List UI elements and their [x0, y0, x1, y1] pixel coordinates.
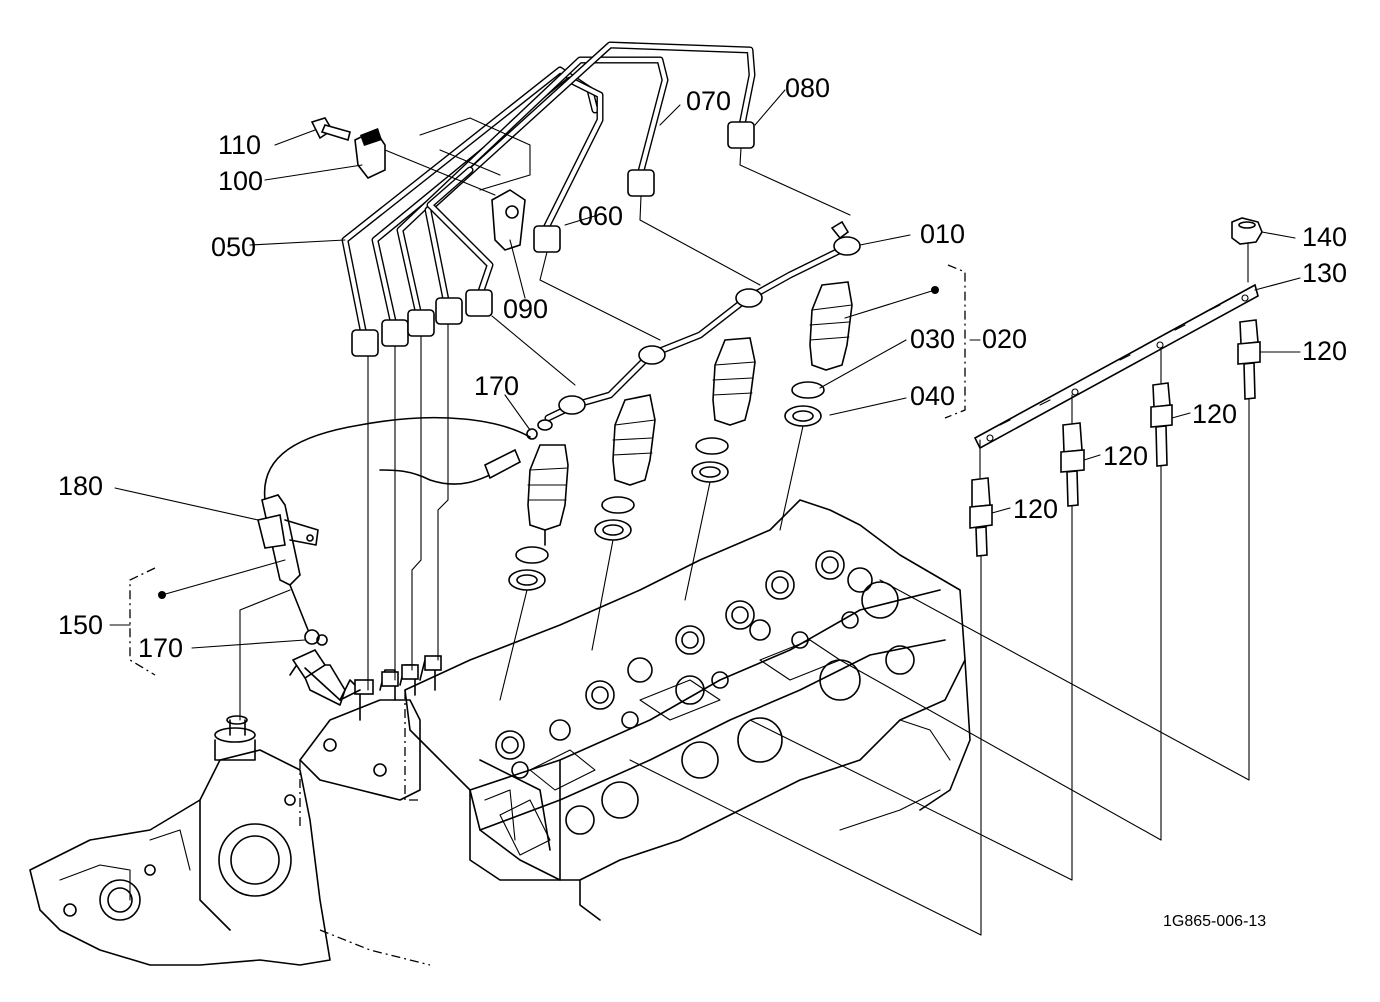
label-120-a: 120	[1302, 336, 1347, 366]
label-140: 140	[1302, 222, 1347, 252]
nozzle-holder-1	[508, 444, 569, 591]
part-number-labels: 010 020 030 040 050 060 070 080 090 100 …	[58, 73, 1347, 930]
nozzle-holders	[499, 281, 853, 701]
label-100: 100	[218, 166, 263, 196]
glow-plug-4	[1237, 319, 1261, 781]
label-120-c: 120	[1103, 441, 1148, 471]
label-130: 130	[1302, 258, 1347, 288]
injection-pump	[289, 654, 442, 830]
label-070: 070	[686, 86, 731, 116]
label-120-d: 120	[1013, 494, 1058, 524]
nozzle-holder-3	[691, 337, 756, 483]
label-030: 030	[910, 324, 955, 354]
assembly-brackets	[129, 264, 966, 676]
label-020: 020	[982, 324, 1027, 354]
fuel-return-hose	[239, 416, 538, 721]
label-110: 110	[218, 130, 261, 160]
label-150: 150	[58, 610, 103, 640]
glow-plug-lead	[973, 217, 1263, 450]
label-170-a: 170	[474, 371, 519, 401]
label-060: 060	[578, 201, 623, 231]
label-050: 050	[211, 232, 256, 262]
injection-pipes	[341, 41, 851, 691]
label-170-b: 170	[138, 633, 183, 663]
pipe-clamp	[310, 117, 531, 251]
nozzle-holder-4	[784, 281, 853, 427]
label-090: 090	[503, 294, 548, 324]
label-010: 010	[920, 219, 965, 249]
glow-plug-3	[1150, 347, 1173, 841]
nozzle-holder-2	[594, 394, 656, 541]
label-120-b: 120	[1192, 399, 1237, 429]
glow-plug-1	[969, 439, 993, 936]
label-180: 180	[58, 471, 103, 501]
glow-plugs	[629, 319, 1261, 936]
gear-case	[29, 715, 431, 966]
drawing-code: 1G865-006-13	[1163, 913, 1266, 930]
pipe-nuts	[351, 121, 755, 357]
valve-ports	[495, 550, 915, 835]
label-040: 040	[910, 381, 955, 411]
cylinder-head	[404, 499, 971, 921]
leak-off-pipe	[537, 220, 861, 431]
glow-plug-2	[1060, 394, 1085, 881]
label-080: 080	[785, 73, 830, 103]
callout-leaders	[109, 89, 1301, 649]
